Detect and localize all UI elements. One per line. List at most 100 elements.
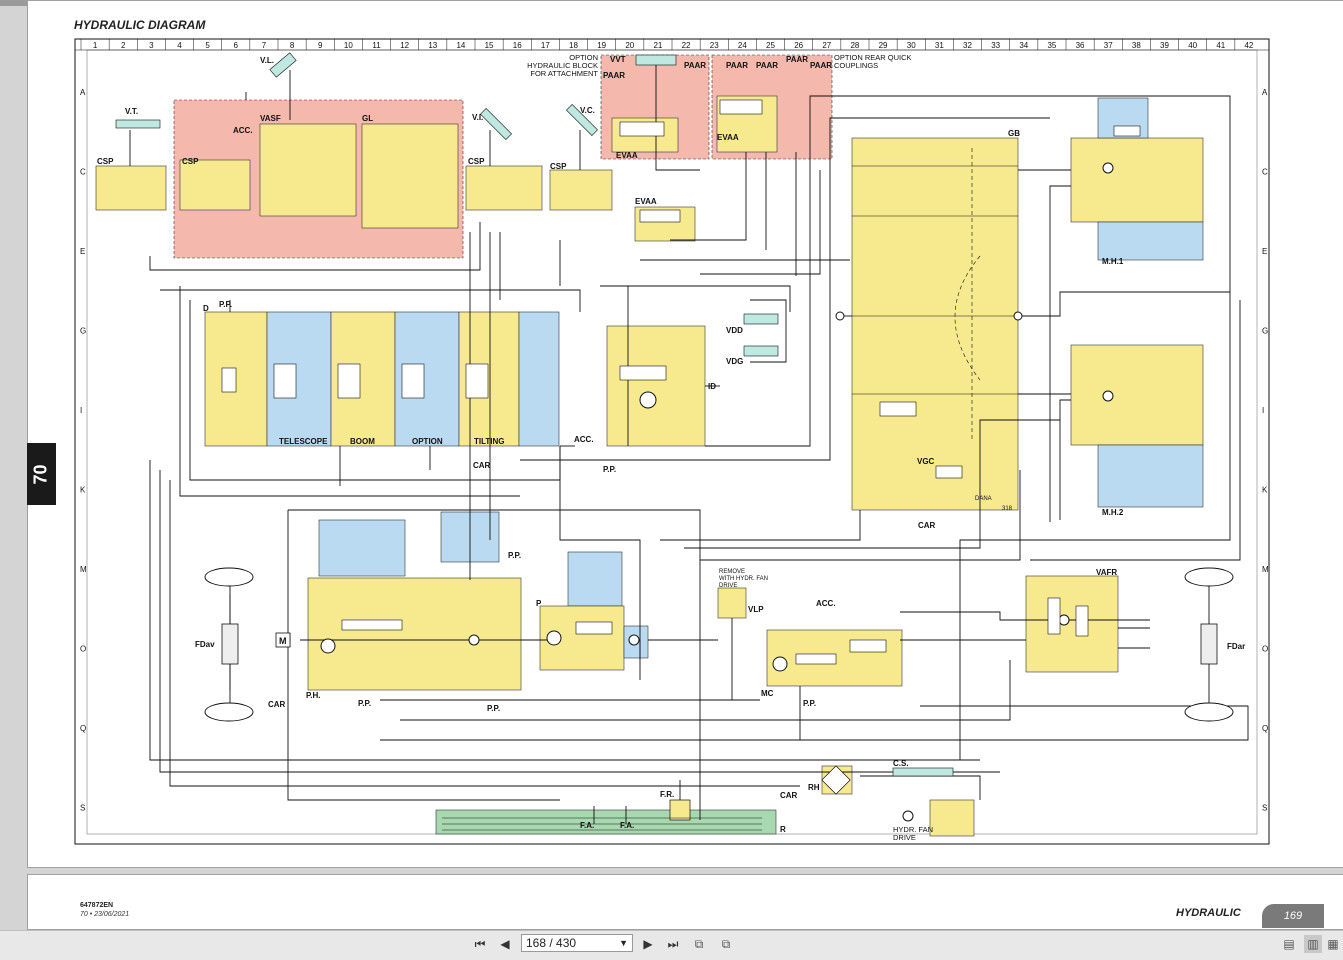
- label-tilting: TILTING: [474, 437, 505, 446]
- row-letter: K: [1262, 486, 1268, 495]
- column-number: 34: [1019, 41, 1028, 50]
- column-number: 33: [991, 41, 1000, 50]
- label-pp-1: P.P.: [219, 300, 232, 309]
- doc-date: 70 • 23/06/2021: [80, 911, 130, 918]
- column-number: 16: [513, 41, 522, 50]
- column-number: 41: [1216, 41, 1225, 50]
- rotate-view-icon[interactable]: ⧉: [694, 937, 704, 951]
- column-number: 30: [907, 41, 916, 50]
- label-fdav: FDav: [195, 640, 215, 649]
- label-car-3: CAR: [268, 700, 286, 709]
- label-car-4: CAR: [780, 791, 798, 800]
- label-vlp: VLP: [748, 605, 764, 614]
- label-paar-4: PAAR: [756, 61, 778, 70]
- label-vdg: VDG: [726, 357, 743, 366]
- label-pp-2: P.P.: [603, 465, 616, 474]
- label-vafr: VAFR: [1096, 568, 1117, 577]
- column-number: 23: [710, 41, 719, 50]
- continuous-view-icon[interactable]: ▥: [1304, 935, 1322, 953]
- row-letter: M: [1262, 565, 1269, 574]
- row-letter: I: [80, 406, 82, 415]
- column-number: 35: [1047, 41, 1056, 50]
- label-evaa-3: EVAA: [635, 197, 657, 206]
- hydraulic-diagram: .t{font-family:"Liberation Sans",sans-se…: [74, 38, 1270, 845]
- label-paar-2: PAAR: [684, 61, 706, 70]
- column-number: 28: [850, 41, 859, 50]
- label-vt: V.T.: [125, 107, 138, 116]
- footer-section: HYDRAULIC: [1176, 907, 1241, 919]
- column-number: 22: [682, 41, 691, 50]
- column-number: 5: [205, 41, 210, 50]
- page-number-value: 168 / 430: [526, 936, 577, 950]
- label-mh2: M.H.2: [1102, 508, 1124, 517]
- doc-number: 647872EN: [80, 902, 114, 909]
- column-number: 20: [625, 41, 634, 50]
- label-gl: GL: [362, 114, 373, 123]
- column-number: 13: [428, 41, 437, 50]
- label-evaa-1: EVAA: [616, 151, 638, 160]
- first-page-icon[interactable]: ⏮: [474, 937, 486, 951]
- prev-page-icon[interactable]: ◀: [500, 937, 510, 951]
- column-number: 38: [1132, 41, 1141, 50]
- column-number: 32: [963, 41, 972, 50]
- column-number: 21: [653, 41, 662, 50]
- last-page-icon[interactable]: ⏭: [667, 937, 679, 951]
- label-paar-5: PAAR: [786, 55, 808, 64]
- column-number: 39: [1160, 41, 1169, 50]
- label-mc: MC: [761, 689, 774, 698]
- label-fa-1: F.A.: [580, 821, 594, 830]
- two-page-icon[interactable]: ⧉: [721, 937, 731, 951]
- column-number: 31: [935, 41, 944, 50]
- label-car-1: CAR: [473, 461, 491, 470]
- label-csp-1: CSP: [97, 157, 114, 166]
- label-id: ID: [708, 382, 716, 391]
- chevron-down-icon[interactable]: ▼: [619, 938, 628, 948]
- column-number: 9: [318, 41, 323, 50]
- column-number: 3: [149, 41, 154, 50]
- label-acc-2: ACC.: [574, 435, 594, 444]
- label-fr: F.R.: [660, 790, 674, 799]
- label-p: P: [536, 599, 542, 608]
- row-letter: E: [80, 247, 85, 256]
- label-dana-model: 318: [1002, 506, 1013, 512]
- column-number: 10: [344, 41, 353, 50]
- row-letter: C: [80, 168, 86, 177]
- column-number: 36: [1076, 41, 1085, 50]
- column-number: 7: [262, 41, 267, 50]
- label-paar-3: PAAR: [726, 61, 748, 70]
- label-csp-3: CSP: [468, 157, 485, 166]
- row-letter: K: [80, 486, 86, 495]
- column-number: 11: [372, 41, 381, 50]
- row-letter: C: [1262, 168, 1268, 177]
- single-page-view-icon[interactable]: ▤: [1283, 937, 1295, 951]
- row-letter: O: [80, 645, 86, 654]
- viewer-toolbar: [0, 930, 1343, 960]
- label-vc: V.C.: [580, 106, 595, 115]
- label-pp-5: P.P.: [508, 551, 521, 560]
- column-number: 29: [879, 41, 888, 50]
- row-letter: G: [1262, 327, 1268, 336]
- next-page-icon[interactable]: ▶: [643, 937, 653, 951]
- section-tab: 70: [27, 443, 56, 505]
- label-paar-6: PAAR: [810, 61, 832, 70]
- label-evaa-2: EVAA: [717, 133, 739, 142]
- label-vgc: VGC: [917, 457, 935, 466]
- facing-view-icon[interactable]: ▦: [1327, 937, 1339, 951]
- row-letter: A: [80, 88, 86, 97]
- label-d: D: [203, 304, 209, 313]
- label-ph: P.H.: [306, 691, 321, 700]
- label-boom: BOOM: [350, 437, 375, 446]
- label-mh1: M.H.1: [1102, 257, 1124, 266]
- page-number: 169: [1283, 910, 1303, 922]
- column-number: 17: [541, 41, 550, 50]
- column-number: 12: [400, 41, 409, 50]
- column-number: 18: [569, 41, 578, 50]
- row-letter: E: [1262, 247, 1267, 256]
- column-number: 1: [93, 41, 98, 50]
- row-letter: S: [1262, 804, 1267, 813]
- column-number: 6: [234, 41, 239, 50]
- page-number-field[interactable]: 168 / 430 ▼: [521, 934, 633, 952]
